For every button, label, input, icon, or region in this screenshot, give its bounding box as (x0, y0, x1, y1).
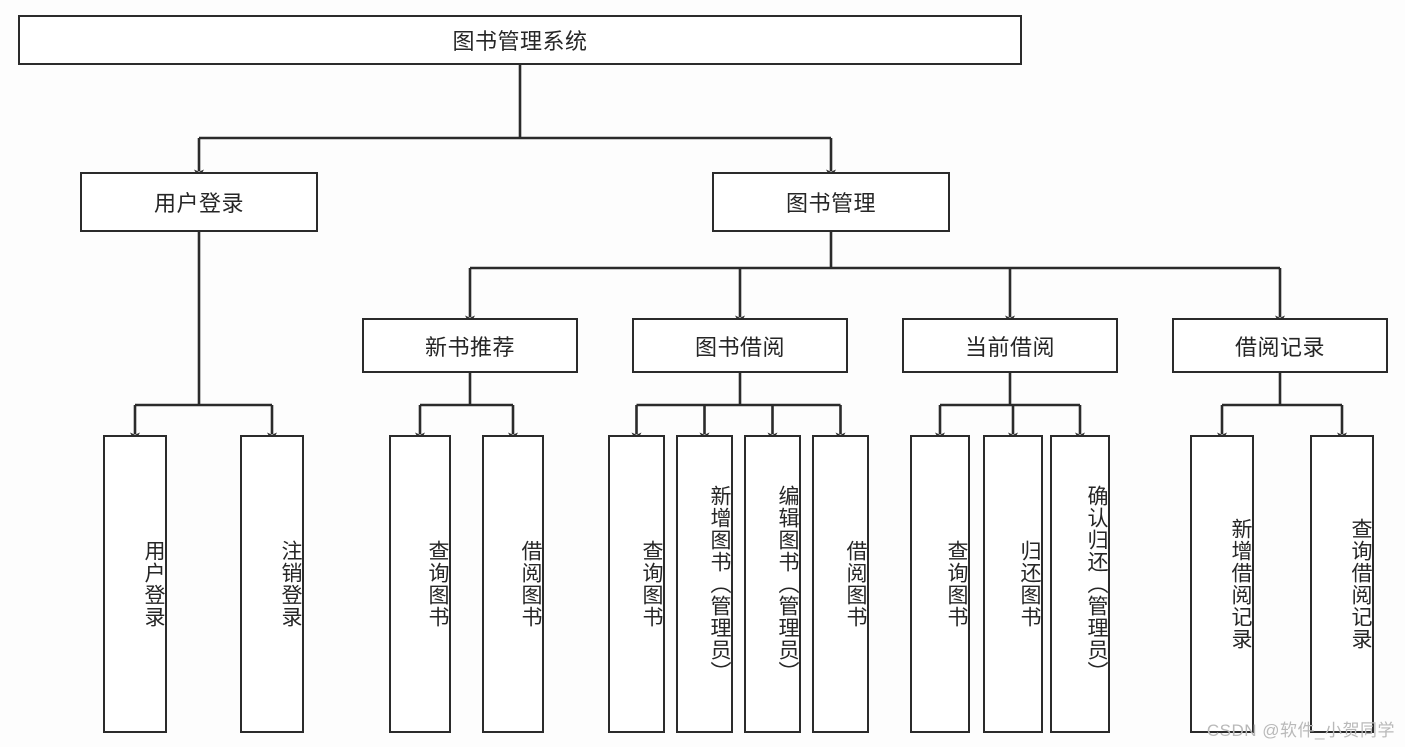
node-label: 图书管理 (785, 191, 876, 216)
node-label: 确认归还（管理员） (1085, 485, 1108, 683)
node-label: 注销登录 (279, 540, 302, 628)
node-label: 查询借阅记录 (1349, 518, 1372, 650)
node-label: 查询图书 (426, 540, 449, 628)
node-f-c-return[interactable]: 归还图书 (983, 435, 1043, 733)
node-label: 借阅记录 (1234, 334, 1325, 360)
node-f-r-query[interactable]: 查询借阅记录 (1310, 435, 1374, 733)
node-current[interactable]: 当前借阅 (902, 318, 1118, 373)
node-f-b-add[interactable]: 新增图书（管理员） (676, 435, 733, 733)
node-label: 查询图书 (945, 540, 968, 628)
node-root[interactable]: 图书管理系统 (18, 15, 1022, 65)
node-label: 借阅图书 (844, 540, 867, 628)
node-bookmgmt[interactable]: 图书管理 (712, 172, 950, 232)
node-records[interactable]: 借阅记录 (1172, 318, 1388, 373)
node-f-c-query[interactable]: 查询图书 (910, 435, 970, 733)
node-f-b-borrow[interactable]: 借阅图书 (812, 435, 869, 733)
node-label: 用户登录 (142, 540, 165, 628)
node-label: 编辑图书（管理员） (776, 485, 799, 683)
node-f-nb-query[interactable]: 查询图书 (389, 435, 451, 733)
node-borrow[interactable]: 图书借阅 (632, 318, 848, 373)
node-label: 新书推荐 (424, 334, 515, 360)
node-f-b-edit[interactable]: 编辑图书（管理员） (744, 435, 801, 733)
node-label: 图书借阅 (694, 334, 785, 360)
node-label: 新增借阅记录 (1229, 518, 1252, 650)
node-label: 归还图书 (1018, 540, 1041, 628)
node-f-login[interactable]: 用户登录 (103, 435, 167, 733)
node-login[interactable]: 用户登录 (80, 172, 318, 232)
node-f-nb-borrow[interactable]: 借阅图书 (482, 435, 544, 733)
node-f-r-add[interactable]: 新增借阅记录 (1190, 435, 1254, 733)
node-label: 图书管理系统 (452, 29, 588, 54)
node-newbook[interactable]: 新书推荐 (362, 318, 578, 373)
node-label: 借阅图书 (519, 540, 542, 628)
node-label: 用户登录 (153, 191, 244, 216)
node-f-b-query[interactable]: 查询图书 (608, 435, 665, 733)
csdn-watermark: CSDN @软件_小贺同学 (1206, 721, 1395, 740)
node-label: 当前借阅 (964, 334, 1055, 360)
node-f-c-confirm[interactable]: 确认归还（管理员） (1050, 435, 1110, 733)
node-label: 查询图书 (640, 540, 663, 628)
node-label: 新增图书（管理员） (708, 485, 731, 683)
node-f-logout[interactable]: 注销登录 (240, 435, 304, 733)
